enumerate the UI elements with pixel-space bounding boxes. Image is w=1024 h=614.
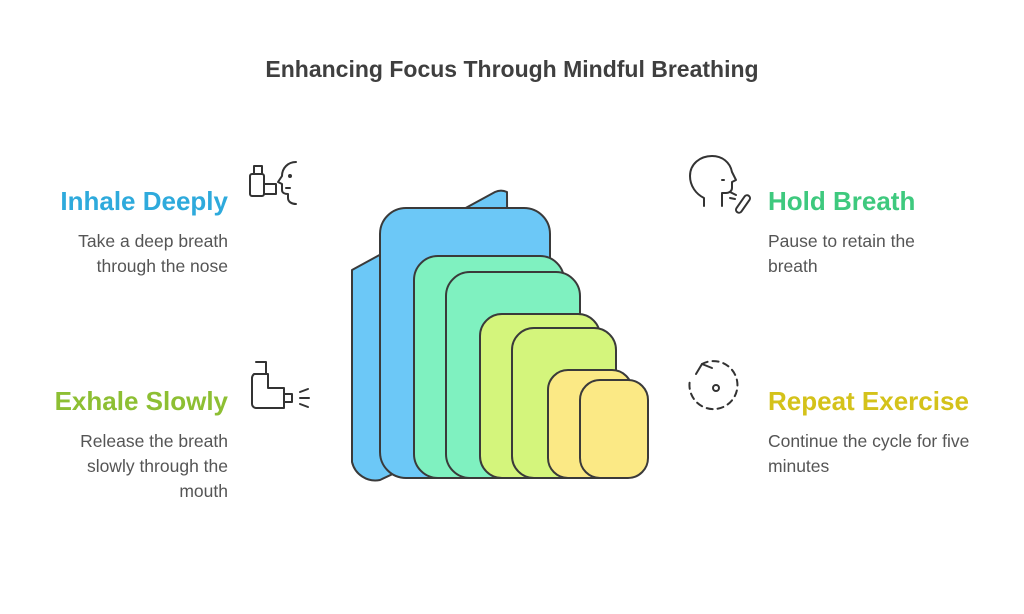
hold-heading: Hold Breath (768, 186, 916, 216)
head-breath-icon (682, 154, 754, 220)
cycle-icon (682, 356, 746, 420)
step-hold-breath: Hold Breath Pause to retain the breath (768, 186, 958, 279)
inhale-heading: Inhale Deeply (60, 186, 228, 216)
step-repeat-exercise: Repeat Exercise Continue the cycle for f… (768, 386, 978, 479)
inhale-description: Take a deep breath through the nose (78, 231, 228, 276)
repeat-heading: Repeat Exercise (768, 386, 969, 416)
step-exhale-slowly: Exhale Slowly Release the breath slowly … (48, 386, 228, 504)
block-repeat (547, 369, 649, 479)
exhale-description: Release the breath slowly through the mo… (80, 431, 228, 501)
inhaler-face-icon (244, 158, 316, 220)
step-inhale-deeply: Inhale Deeply Take a deep breath through… (48, 186, 228, 279)
hold-description: Pause to retain the breath (768, 231, 915, 276)
inhaler-icon (244, 360, 316, 416)
stepped-blocks-graphic (330, 180, 670, 500)
diagram-title: Enhancing Focus Through Mindful Breathin… (265, 56, 759, 82)
exhale-heading: Exhale Slowly (54, 386, 228, 416)
repeat-description: Continue the cycle for five minutes (768, 431, 970, 476)
